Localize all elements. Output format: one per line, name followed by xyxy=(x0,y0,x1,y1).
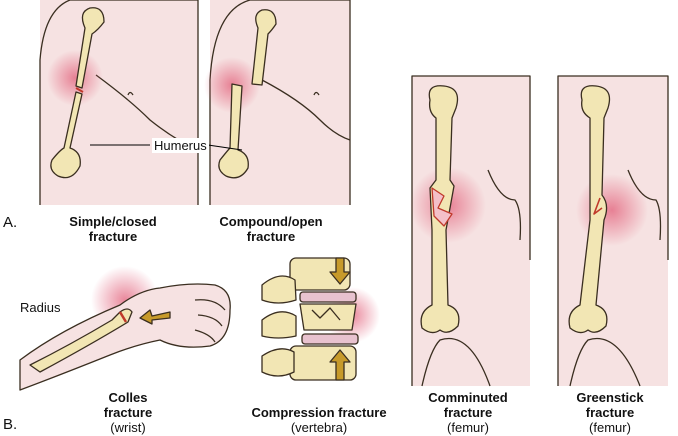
compound-fracture-title-2: fracture xyxy=(246,229,296,244)
compression-arrow-up xyxy=(329,349,351,381)
simple-fracture-title: Simple/closed xyxy=(69,214,157,229)
radius-bone xyxy=(29,308,133,373)
greenstick-femur-leg xyxy=(557,75,669,387)
compound-fracture-arm xyxy=(204,0,351,205)
compression-vertebra xyxy=(261,257,380,381)
comminuted-fracture-title: Comminuted xyxy=(428,390,508,405)
humerus-bone-upper xyxy=(75,7,105,89)
radius-label: Radius xyxy=(18,300,63,315)
colles-fracture-arm xyxy=(19,266,231,391)
colles-fracture-caption: Colles fracture (wrist) xyxy=(88,390,168,435)
colles-fracture-subtitle: (wrist) xyxy=(110,420,146,435)
femur-greenstick-bone xyxy=(568,85,611,334)
compound-fracture-title: Compound/open xyxy=(219,214,323,229)
colles-arrow xyxy=(139,309,171,325)
simple-fracture-caption: Simple/closed fracture xyxy=(38,214,188,244)
greenstick-fracture-title: Greenstick xyxy=(576,390,644,405)
simple-fracture-title-2: fracture xyxy=(88,229,138,244)
colles-fracture-title-2: fracture xyxy=(103,405,153,420)
humerus-label: Humerus xyxy=(152,138,209,153)
section-label-b: B. xyxy=(3,416,18,433)
comminuted-fracture-caption: Comminuted fracture (femur) xyxy=(418,390,518,435)
compression-fracture-caption: Compression fracture (vertebra) xyxy=(244,405,394,435)
greenstick-fracture-caption: Greenstick fracture (femur) xyxy=(560,390,660,435)
simple-fracture-arm xyxy=(39,0,199,205)
comminuted-fracture-title-2: fracture xyxy=(443,405,493,420)
colles-fracture-title: Colles xyxy=(108,390,148,405)
compression-arrow-down xyxy=(329,257,351,285)
greenstick-fracture-subtitle: (femur) xyxy=(589,420,631,435)
section-label-a: A. xyxy=(3,214,18,231)
compound-bone-lower xyxy=(218,83,249,179)
compound-fracture-caption: Compound/open fracture xyxy=(196,214,346,244)
comminuted-femur-leg xyxy=(410,75,531,387)
compression-fracture-title: Compression fracture xyxy=(251,405,387,420)
greenstick-fracture-title-2: fracture xyxy=(585,405,635,420)
compression-fracture-subtitle: (vertebra) xyxy=(290,420,348,435)
compound-bone-upper xyxy=(251,9,277,86)
comminuted-fracture-subtitle: (femur) xyxy=(447,420,489,435)
humerus-bone-lower xyxy=(50,91,83,179)
